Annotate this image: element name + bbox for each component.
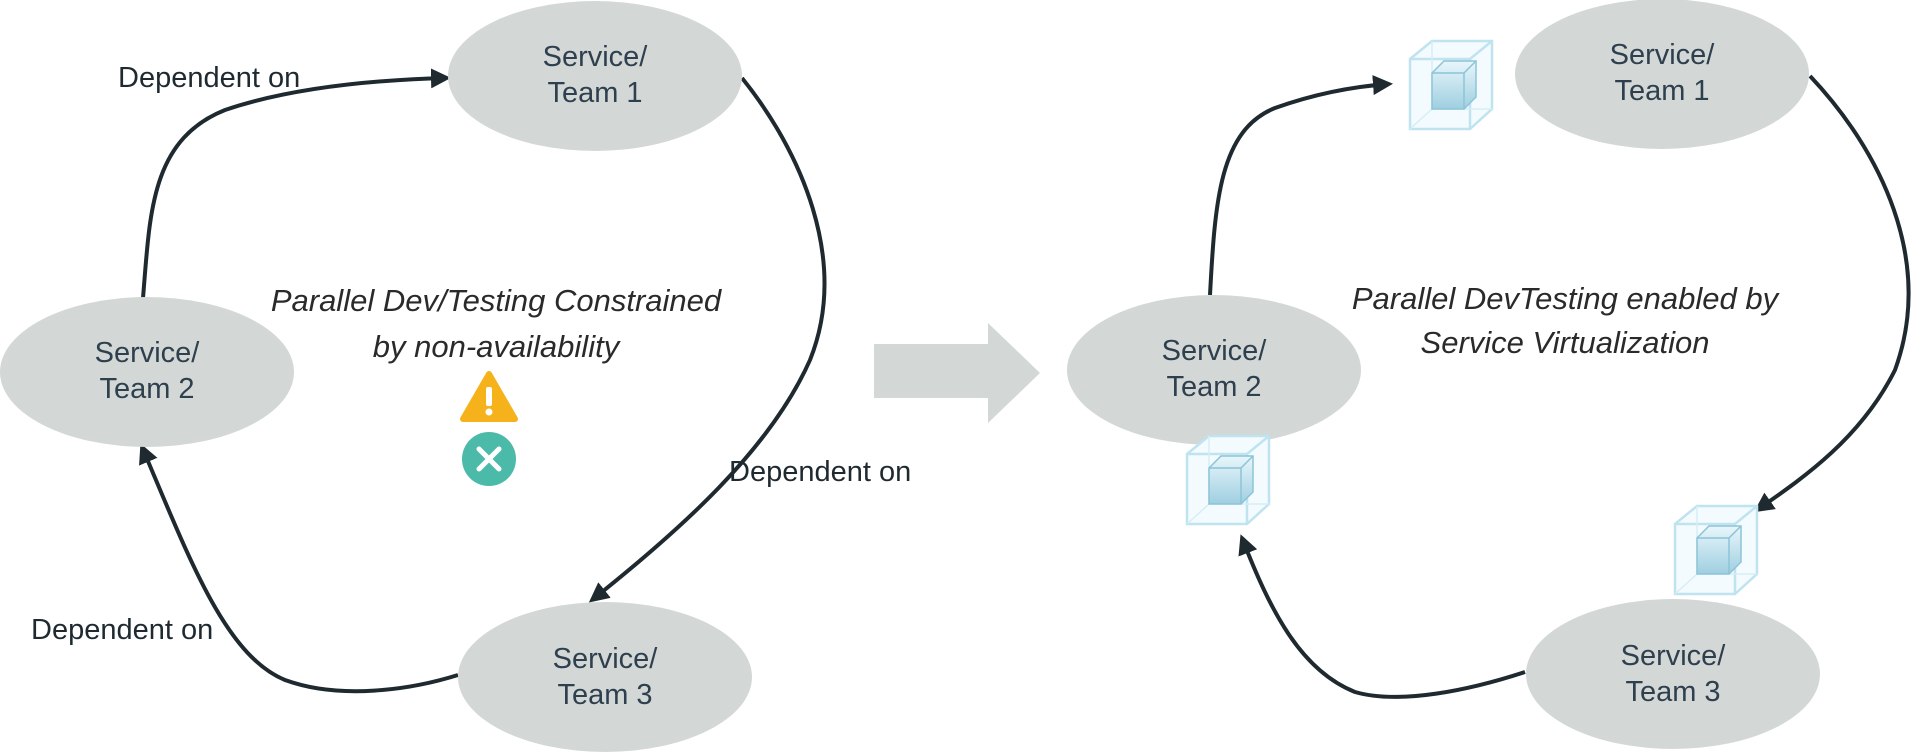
node-label-line1: Service/: [553, 643, 659, 675]
node-label-line1: Service/: [1610, 39, 1716, 71]
node-label-line2: Team 2: [99, 373, 194, 405]
edge-team1-to-team3: [588, 76, 827, 603]
edge-label-team3-team2: Dependent on: [31, 614, 213, 646]
virtual-cube-icon: [1408, 39, 1494, 131]
node-label-line1: Service/: [543, 41, 649, 73]
edge-team2-to-team1: [1208, 75, 1393, 296]
edge-label-team1-team3: Dependent on: [729, 456, 911, 488]
warning-icon: [460, 371, 518, 422]
error-x-icon: [462, 432, 516, 486]
node-team1: Service/ Team 1: [448, 1, 742, 151]
node-team3: Service/ Team 3: [1526, 599, 1820, 749]
node-team1: Service/ Team 1: [1515, 0, 1809, 149]
left-panel: Dependent on Dependent on Dependent on S…: [0, 1, 911, 752]
node-label-line2: Team 3: [557, 679, 652, 711]
virtual-cube-icon: [1673, 504, 1759, 596]
node-team3: Service/ Team 3: [458, 602, 752, 752]
node-label-line1: Service/: [95, 337, 201, 369]
node-label-line1: Service/: [1162, 335, 1268, 367]
right-panel: Service/ Team 1 Service/ Team 2 Service/…: [1067, 0, 1911, 749]
node-label-line2: Team 1: [547, 77, 642, 109]
right-caption-line2: Service Virtualization: [1421, 325, 1710, 360]
node-label-line2: Team 3: [1625, 676, 1720, 708]
node-label-line1: Service/: [1621, 640, 1727, 672]
left-caption-line2: by non-availability: [373, 329, 622, 364]
node-label-line2: Team 2: [1166, 371, 1261, 403]
transition-arrow: [874, 323, 1040, 423]
edge-team2-to-team1: [141, 68, 451, 299]
node-team2: Service/ Team 2: [1067, 295, 1361, 445]
node-label-line2: Team 1: [1614, 75, 1709, 107]
edge-team1-to-team3: [1753, 74, 1911, 513]
left-caption-line1: Parallel Dev/Testing Constrained: [271, 283, 723, 318]
edge-team3-to-team2: [1238, 534, 1526, 699]
edge-label-team2-team1: Dependent on: [118, 62, 300, 94]
virtual-cube-icon: [1185, 434, 1271, 526]
right-caption-line1: Parallel DevTesting enabled by: [1352, 281, 1781, 316]
node-team2: Service/ Team 2: [0, 297, 294, 447]
edge-team3-to-team2: [139, 443, 459, 694]
